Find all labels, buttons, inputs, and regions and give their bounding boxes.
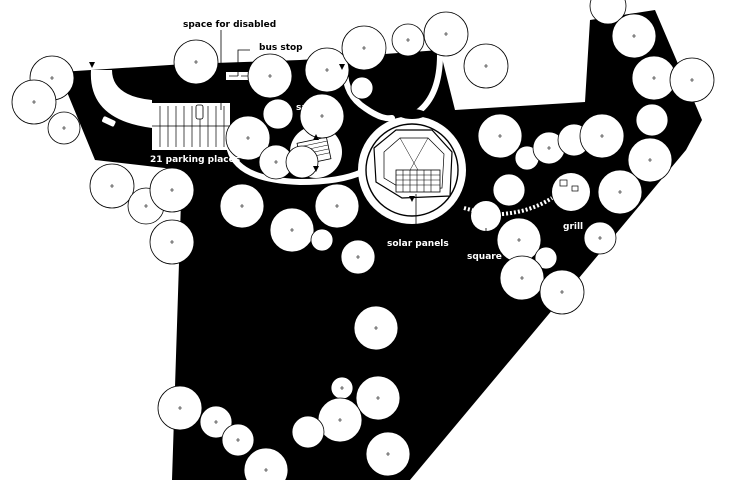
- triangle-marker-icon: [339, 64, 345, 70]
- pond: [398, 109, 426, 119]
- grill-walkway: [463, 196, 554, 216]
- triangle-marker-icon: [313, 134, 319, 140]
- parking-lot: [101, 103, 230, 150]
- label-space-for-disabled: space for disabled: [183, 20, 276, 30]
- footpaths: [227, 52, 443, 186]
- courtyard-ring: [365, 123, 459, 217]
- label-grill: grill: [563, 222, 583, 232]
- car-icon: [101, 115, 117, 128]
- square-plaza: [471, 201, 501, 231]
- triangle-marker-icon: [313, 166, 319, 172]
- triangle-marker-icon: [409, 196, 415, 202]
- triangle-marker-icon: [89, 62, 95, 68]
- label-solar-panels: solar panels: [387, 239, 449, 249]
- main-building: [373, 129, 453, 199]
- bus-stop-leader: [237, 49, 250, 76]
- label-bus-stop: bus stop: [259, 43, 303, 53]
- grill-area: [552, 173, 590, 211]
- access-road: [90, 70, 152, 128]
- label-square: square: [467, 252, 502, 262]
- solar-panel-array: [395, 169, 441, 193]
- car-icon: [195, 104, 204, 120]
- label-sauna: sauna: [296, 103, 326, 113]
- label-parking: 21 parking places: [150, 155, 240, 165]
- tree-markers: [32, 32, 694, 472]
